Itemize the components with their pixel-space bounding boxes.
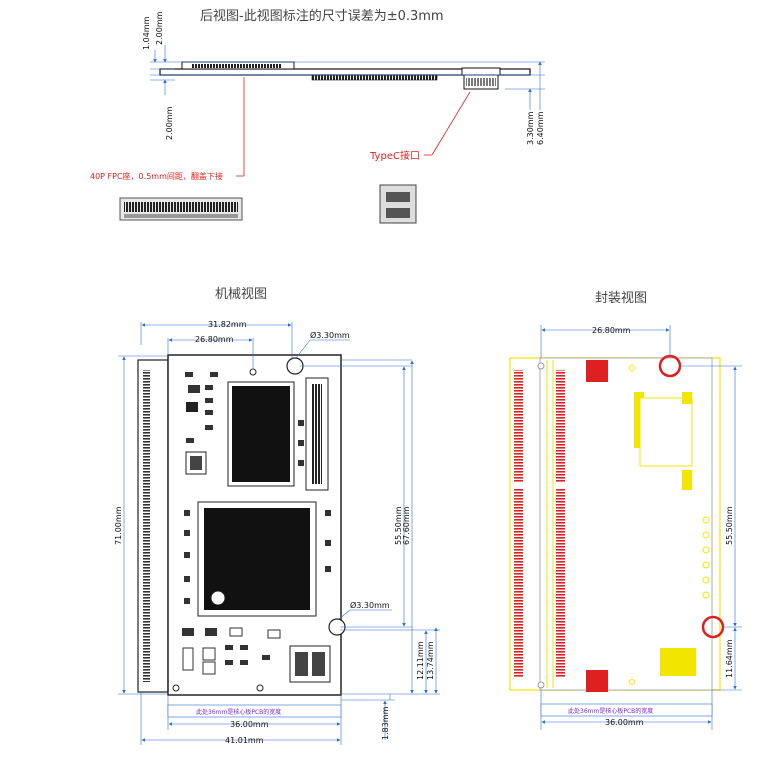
mech-board	[137, 354, 346, 696]
typec-callout	[424, 91, 471, 156]
package-dimension-lines	[540, 325, 742, 730]
fpc-callout	[236, 77, 245, 177]
mech-note-box	[167, 704, 342, 718]
mech-note: 此处36mm是核心板PCB的宽度	[196, 708, 281, 716]
dim-mech-26-80: 26.80mm	[195, 335, 234, 344]
package-note-box	[540, 703, 713, 717]
rear-view	[150, 45, 545, 110]
dim-rear-2-00-top: 2.00mm	[155, 11, 164, 45]
dim-pkg-26-80: 26.80mm	[592, 326, 631, 335]
fpc-label: 40P FPC座，0.5mm间距，翻盖下接	[90, 171, 223, 181]
dim-mech-31-82: 31.82mm	[208, 320, 247, 329]
dim-mech-36-00: 36.00mm	[230, 720, 269, 729]
dim-mech-67-60: 67.60mm	[402, 506, 411, 545]
dim-pkg-55-50: 55.50mm	[725, 506, 734, 545]
package-view-title: 封装视图	[595, 291, 647, 306]
mech-dimension-lines	[118, 322, 440, 745]
dim-rear-6-40: 6.40mm	[536, 111, 545, 145]
dim-mech-12-11: 12.11mm	[416, 641, 425, 680]
package-footprint	[509, 354, 725, 692]
dim-mech-71-00: 71.00mm	[114, 506, 123, 545]
dim-mech-hole-bottom: Ø3.30mm	[350, 600, 390, 610]
package-note: 此处36mm是核心板PCB的宽度	[568, 707, 653, 715]
rear-view-title: 后视图-此视图标注的尺寸误差为±0.3mm	[200, 8, 444, 24]
dim-mech-hole-top: Ø3.30mm	[310, 330, 350, 340]
dim-mech-55-50: 55.50mm	[394, 506, 403, 545]
dim-pkg-36-00: 36.00mm	[605, 718, 644, 727]
dim-rear-2-00-bottom: 2.00mm	[165, 106, 174, 140]
fpc-connector-image	[119, 197, 243, 221]
dim-rear-3-30: 3.30mm	[526, 111, 535, 145]
typec-label: TypeC接口	[369, 149, 420, 162]
dim-mech-13-74: 13.74mm	[426, 641, 435, 680]
dim-mech-41-01: 41.01mm	[225, 736, 264, 745]
dim-rear-1-04: 1.04mm	[142, 16, 151, 50]
dim-pkg-11-64: 11.64mm	[725, 639, 734, 678]
typec-connector-image	[379, 184, 417, 224]
dim-mech-1-83: 1.83mm	[381, 706, 390, 740]
mech-view-title: 机械视图	[215, 287, 267, 302]
